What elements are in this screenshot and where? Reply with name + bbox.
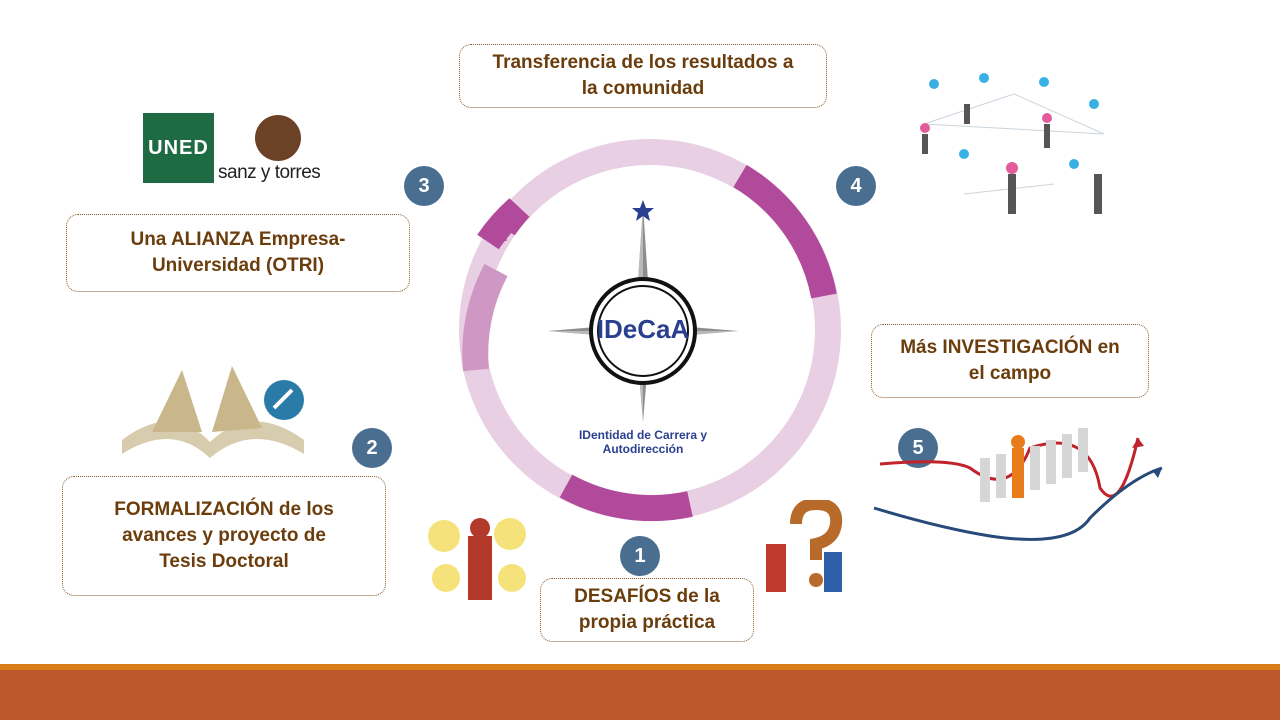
thinking-person-icon	[428, 518, 526, 600]
badge-2: 2	[352, 428, 392, 468]
badge-4: 4	[836, 166, 876, 206]
badge-1: 1	[620, 536, 660, 576]
book-pen-icon	[122, 366, 304, 458]
center-tagline: IDentidad de Carrera y Autodirección	[578, 428, 708, 456]
cycle-ring	[459, 139, 841, 522]
badge-3: 3	[404, 166, 444, 206]
compass-star-icon	[548, 200, 738, 422]
social-network-icon	[920, 73, 1105, 214]
footer-bar	[0, 664, 1280, 720]
footer-accent-line	[0, 664, 1280, 670]
leader-arrows-icon	[873, 428, 1163, 541]
uned-logo: UNED	[143, 113, 214, 183]
callout-step-3: Una ALIANZA Empresa-Universidad (OTRI)	[66, 214, 410, 292]
center-logo: IDeCaA	[596, 314, 690, 344]
sanz-logo-icon	[255, 115, 301, 161]
sanz-logo-text: sanz y torres	[218, 162, 321, 183]
question-mark-people-icon	[766, 500, 843, 592]
